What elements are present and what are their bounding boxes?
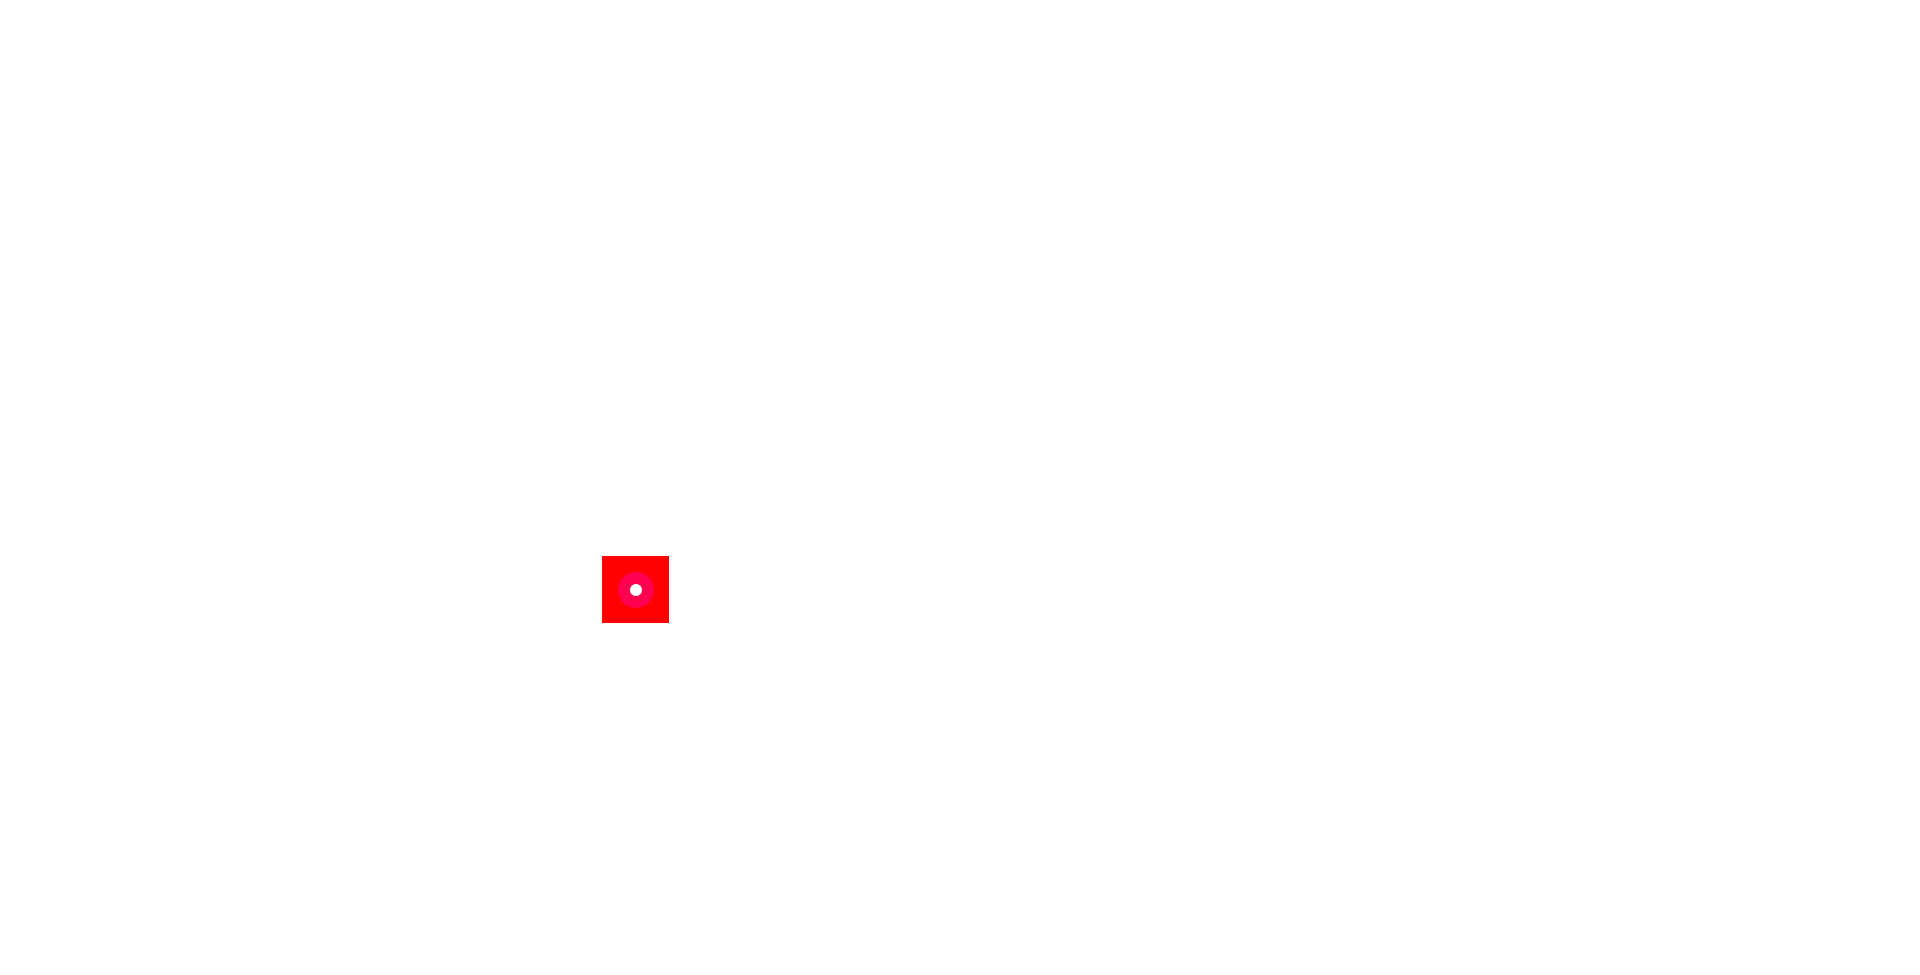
click-target-marker[interactable] [602,556,669,623]
marker-center-dot-icon [629,583,642,596]
marker-ring-icon [617,571,654,608]
